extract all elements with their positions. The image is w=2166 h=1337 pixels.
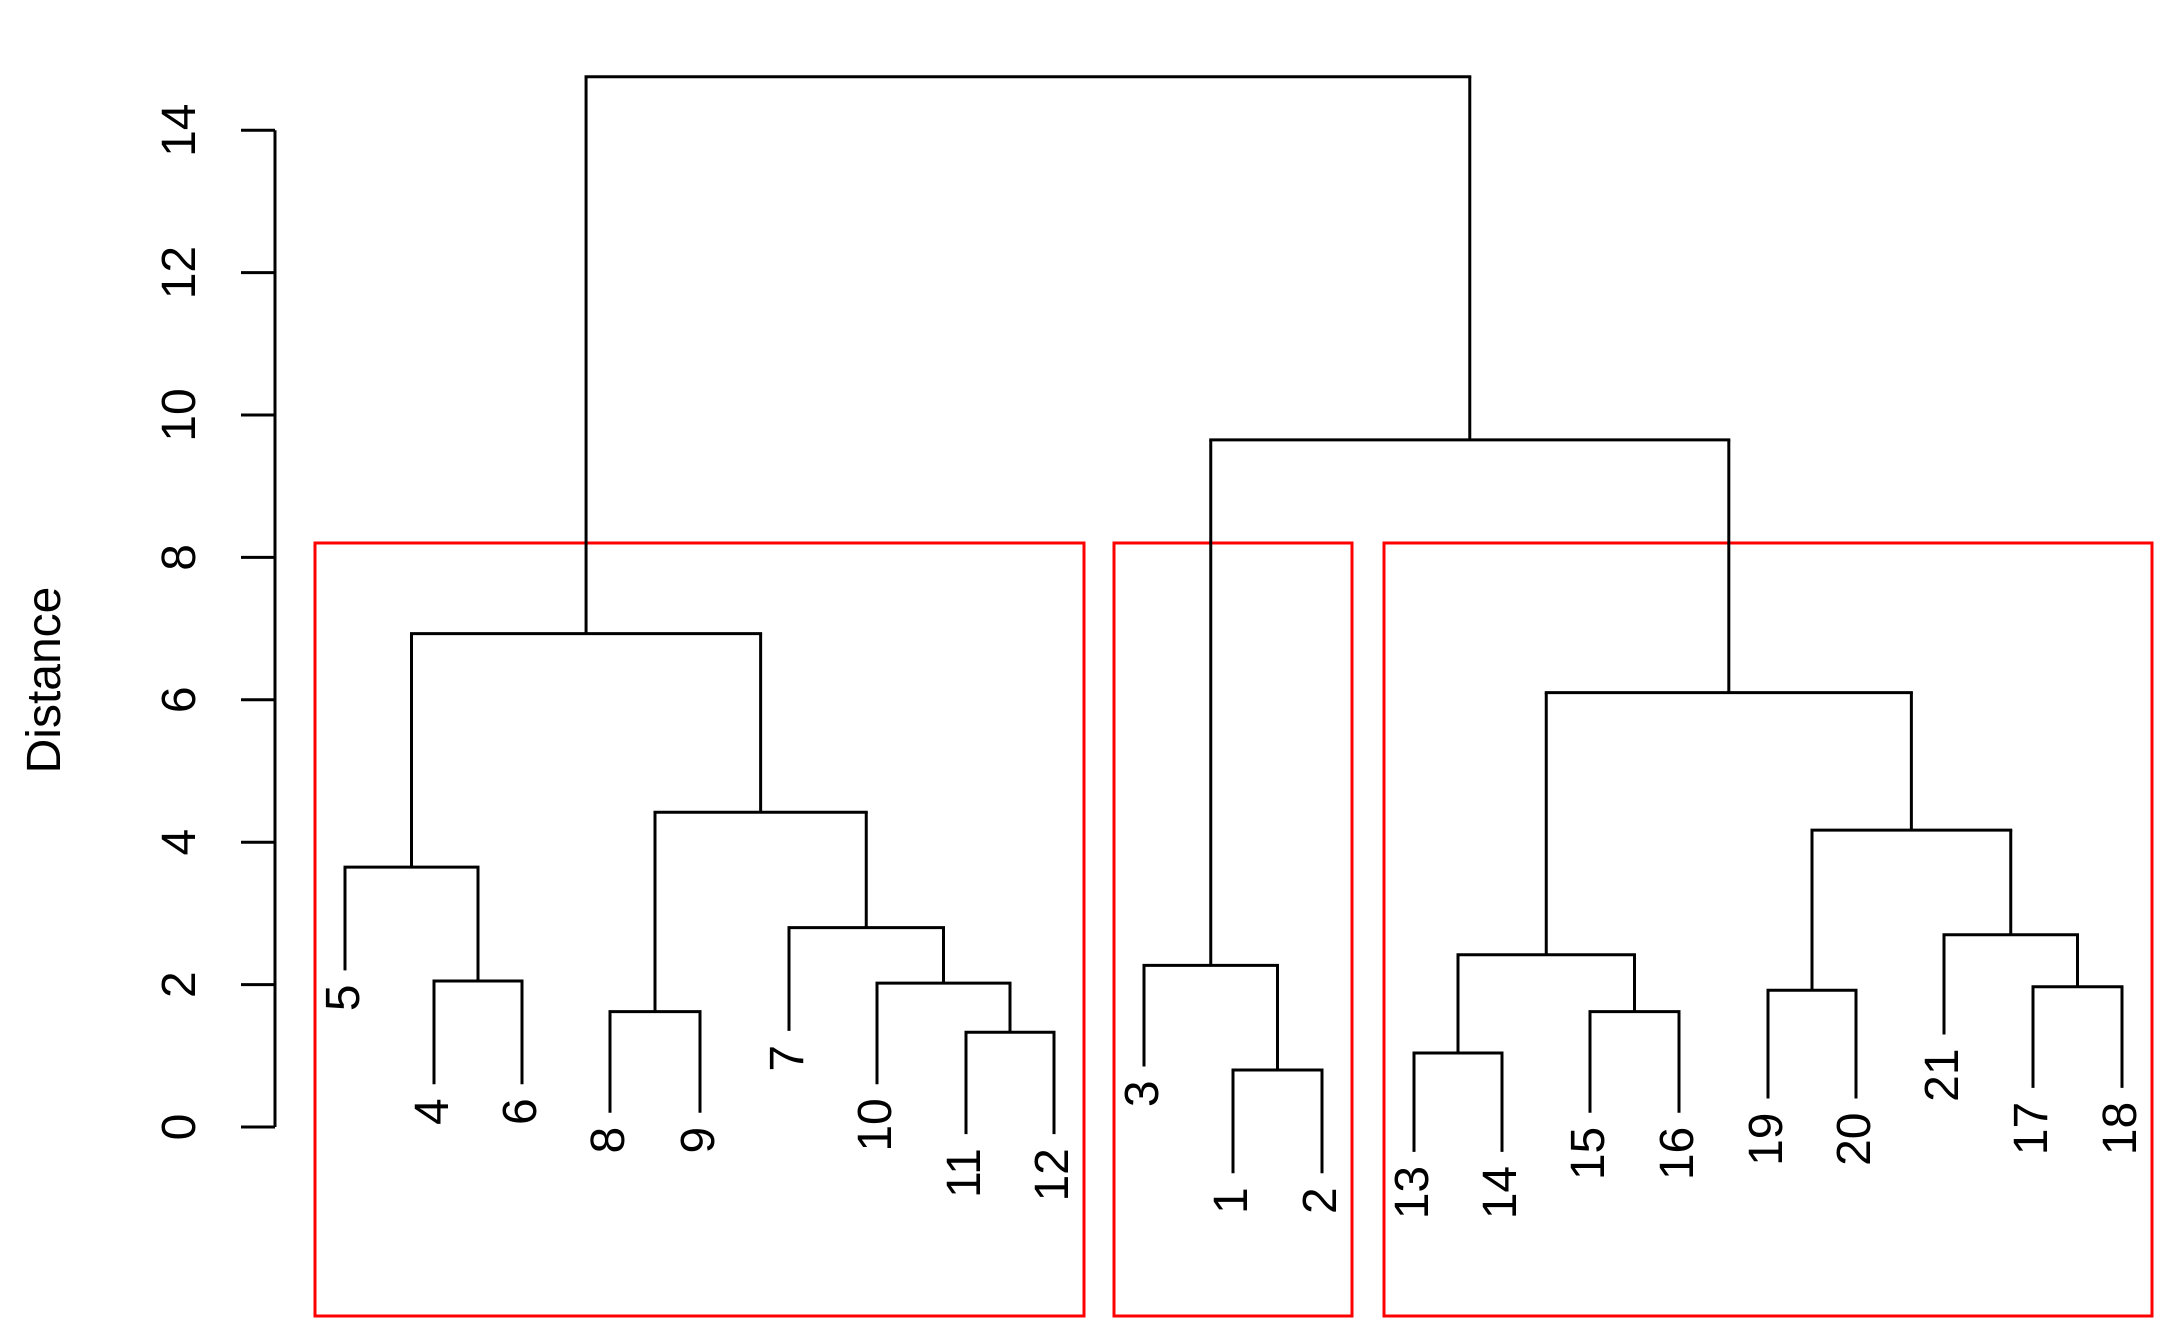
- leaf-label: 5: [317, 984, 370, 1011]
- leaf-label: 13: [1386, 1166, 1439, 1219]
- leaf-label: 19: [1740, 1113, 1793, 1166]
- cluster-box: [1382, 541, 2154, 1318]
- leaf-label: 18: [2094, 1102, 2147, 1155]
- y-tick-label: 6: [153, 686, 206, 713]
- leaf-label: 14: [1474, 1166, 1527, 1219]
- leaf-label: 20: [1828, 1113, 1881, 1166]
- leaf-label: 7: [761, 1045, 814, 1072]
- y-axis: 0 2 4 6 8 10 12 14: [153, 104, 277, 1141]
- y-axis-title: Distance: [18, 587, 71, 774]
- leaf-label: 10: [849, 1098, 902, 1151]
- leaf-label: 17: [2005, 1102, 2058, 1155]
- y-tick-label: 2: [153, 971, 206, 998]
- dendrogram-tree: [343, 75, 2124, 1174]
- leaf-label: 8: [582, 1127, 635, 1154]
- leaf-label: 2: [1294, 1187, 1347, 1214]
- leaf-label: 9: [672, 1127, 725, 1154]
- leaf-label: 1: [1205, 1187, 1258, 1214]
- y-tick-label: 8: [153, 544, 206, 571]
- leaf-label: 6: [494, 1098, 547, 1125]
- cluster-box: [313, 541, 1086, 1318]
- leaf-label: 4: [406, 1098, 459, 1125]
- y-tick-label: 0: [153, 1114, 206, 1141]
- y-tick-label: 4: [153, 829, 206, 856]
- y-tick-label: 10: [153, 388, 206, 441]
- y-tick-label: 14: [153, 104, 206, 157]
- leaf-label: 16: [1651, 1127, 1704, 1180]
- leaf-label: 12: [1026, 1148, 1079, 1201]
- y-tick-label: 12: [153, 246, 206, 299]
- leaf-label: 3: [1116, 1080, 1169, 1107]
- leaf-label: 15: [1562, 1127, 1615, 1180]
- cluster-box: [1112, 541, 1354, 1318]
- cluster-boxes: [313, 541, 2154, 1318]
- leaf-label: 21: [1916, 1048, 1969, 1101]
- leaf-label: 11: [938, 1148, 991, 1198]
